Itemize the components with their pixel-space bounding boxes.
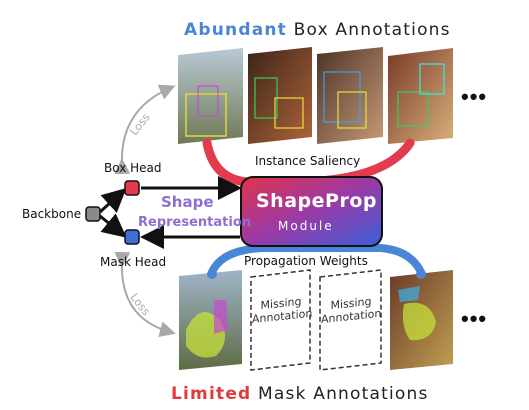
box-head-node [124, 180, 140, 196]
limited-word: Limited [171, 384, 252, 404]
top-image-3 [317, 47, 383, 144]
loss-bottom-arrow [114, 251, 176, 338]
box-annotations-text: Box Annotations [293, 20, 451, 40]
mask-annotations-text: Mask Annotations [258, 384, 429, 404]
bottom-image-4 [390, 270, 453, 370]
ellipsis-bottom: ••• [461, 306, 488, 331]
propagation-weights-curve [208, 244, 425, 276]
ellipsis-top: ••• [461, 84, 488, 109]
missing-card-2 [319, 269, 382, 371]
shapeprop-module-box [240, 176, 383, 247]
mask-head-node [124, 229, 140, 245]
box-head-label: Box Head [104, 161, 162, 175]
loss-top-arrow [114, 84, 176, 175]
module-title: ShapeProp [256, 190, 377, 212]
representation-label: Representation [138, 215, 252, 230]
propagation-dot-right [416, 269, 426, 279]
abundant-word: Abundant [184, 20, 288, 40]
shape-label: Shape [161, 193, 214, 211]
bottom-image-1 [179, 270, 242, 370]
module-subtitle: Module [278, 219, 334, 233]
backbone-to-boxhead-arrow [98, 187, 127, 214]
mask-head-label: Mask Head [100, 255, 167, 269]
propagation-dot-left [207, 269, 217, 279]
backbone-node [85, 206, 101, 222]
top-image-4 [388, 48, 453, 144]
box-annotations-title: Abundant Box Annotations [184, 20, 451, 40]
top-image-2 [248, 47, 312, 144]
instance-saliency-label: Instance Saliency [255, 154, 361, 168]
top-image-1 [178, 48, 243, 144]
backbone-label: Backbone [22, 207, 82, 221]
missing-card-1 [250, 269, 311, 371]
mask-annotations-title: Limited Mask Annotations [171, 384, 429, 404]
backbone-to-maskhead-arrow [99, 213, 127, 238]
propagation-weights-label: Propagation Weights [244, 254, 368, 268]
